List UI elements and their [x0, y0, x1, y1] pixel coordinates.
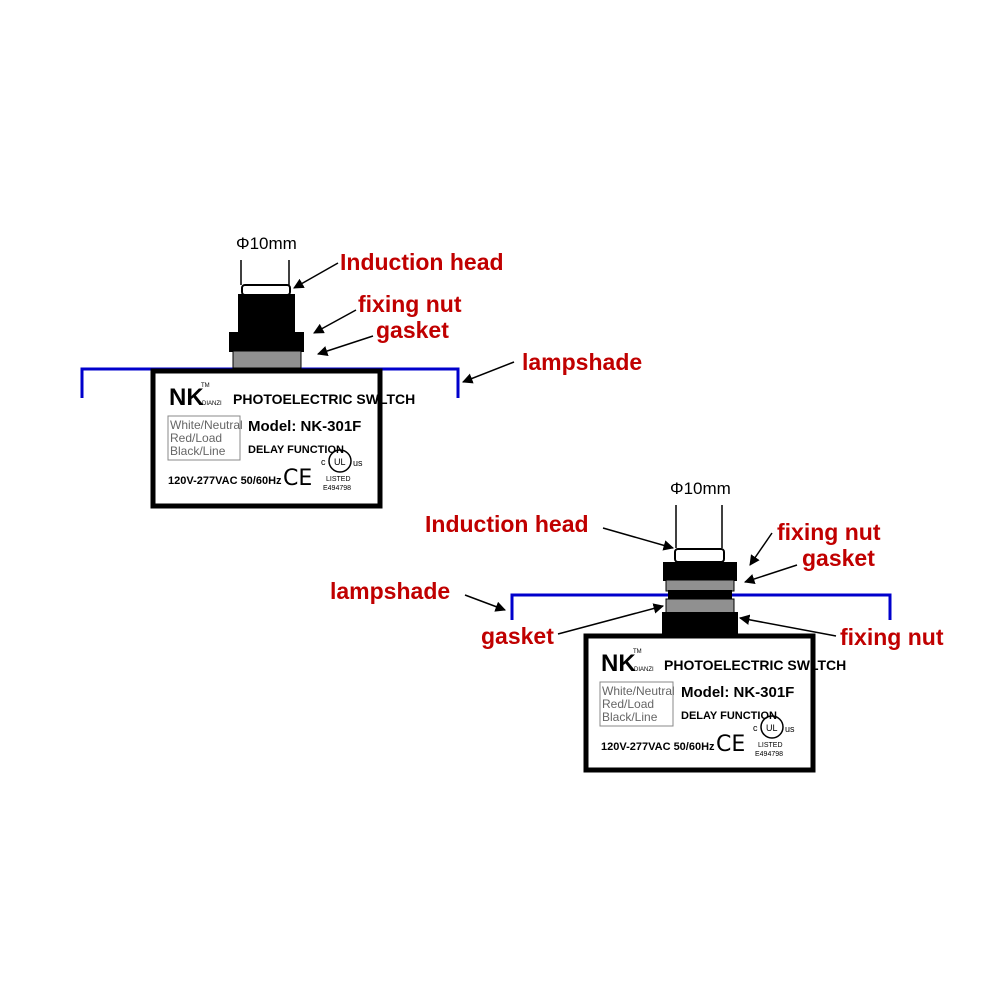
ul-text: UL: [334, 457, 346, 467]
trademark: TM: [633, 649, 642, 655]
gasket: [232, 350, 302, 369]
switch-body: NK TM DIANZI PHOTOELECTRIC SWLTCH White/…: [150, 368, 415, 509]
delay-function: DELAY FUNCTION: [681, 710, 777, 722]
callouts-2: Induction head fixing nut gasket lampsha…: [330, 511, 944, 650]
fixing-nut-flange: [229, 332, 304, 352]
wire-white: White/Neutral: [602, 684, 675, 698]
label-fixing-nut: fixing nut: [358, 291, 462, 317]
ul-us: us: [353, 458, 363, 468]
ul-listed-mark: UL c us LISTED E494798: [321, 449, 363, 492]
ul-c: c: [321, 457, 326, 467]
wire-red: Red/Load: [170, 431, 222, 445]
label-fixing-nut-top: fixing nut: [777, 519, 881, 545]
dimension-label: Φ10mm: [670, 479, 731, 498]
fixing-nut-bottom: [662, 612, 738, 634]
fixing-nut-top: [663, 562, 737, 581]
model-number: Model: NK-301F: [681, 684, 794, 701]
body-thread: [668, 590, 732, 600]
brand-logo: NK: [169, 384, 204, 411]
gasket-top: [665, 579, 735, 592]
product-title: PHOTOELECTRIC SWLTCH: [233, 391, 415, 407]
brand-logo: NK: [601, 650, 636, 677]
label-induction-head: Induction head: [425, 511, 589, 537]
ul-us: us: [785, 724, 795, 734]
model-number: Model: NK-301F: [248, 418, 361, 435]
product-title: PHOTOELECTRIC SWLTCH: [664, 657, 846, 673]
fixing-nut: [238, 294, 295, 334]
dimension-marker-1: Φ10mm: [236, 234, 297, 285]
ul-c: c: [753, 723, 758, 733]
induction-head: [241, 284, 291, 296]
wire-black: Black/Line: [170, 444, 226, 458]
label-lampshade: lampshade: [330, 578, 450, 604]
brand-sub: DIANZI: [634, 667, 654, 673]
label-lampshade: lampshade: [522, 349, 642, 375]
label-induction-head: Induction head: [340, 249, 504, 275]
ul-listed: LISTED: [758, 742, 783, 749]
brand-sub: DIANZI: [202, 401, 222, 407]
induction-head: [674, 548, 725, 563]
ul-listed: LISTED: [326, 476, 351, 483]
wire-black: Black/Line: [602, 710, 658, 724]
dimension-marker-2: Φ10mm: [670, 479, 731, 548]
wire-white: White/Neutral: [170, 418, 243, 432]
label-gasket-bottom: gasket: [481, 623, 554, 649]
ce-mark: CE: [283, 466, 312, 491]
voltage-rating: 120V-277VAC 50/60Hz: [601, 741, 715, 753]
voltage-rating: 120V-277VAC 50/60Hz: [168, 475, 282, 487]
label-gasket-top: gasket: [802, 545, 875, 571]
callouts-1: Induction head fixing nut gasket lampsha…: [293, 249, 642, 384]
ul-file-number: E494798: [323, 485, 351, 492]
sensor-assembly: [229, 284, 304, 369]
ul-text: UL: [766, 723, 778, 733]
sensor-assembly: [662, 548, 738, 634]
trademark: TM: [201, 383, 210, 389]
diagram-2: Φ10mm NK TM DIANZI PHOTOELECTRIC SWLTCH …: [330, 479, 944, 773]
label-fixing-nut-bottom: fixing nut: [840, 624, 944, 650]
dimension-label: Φ10mm: [236, 234, 297, 253]
diagram-1: Φ10mm NK TM DIANZI PHOTOELECTRIC SWLTCH …: [80, 234, 642, 509]
ce-mark: CE: [716, 732, 745, 757]
ul-listed-mark: UL c us LISTED E494798: [753, 715, 795, 758]
delay-function: DELAY FUNCTION: [248, 444, 344, 456]
wire-red: Red/Load: [602, 697, 654, 711]
ul-file-number: E494798: [755, 751, 783, 758]
label-gasket: gasket: [376, 317, 449, 343]
gasket-bottom: [665, 598, 735, 614]
switch-body: NK TM DIANZI PHOTOELECTRIC SWLTCH White/…: [583, 633, 846, 773]
